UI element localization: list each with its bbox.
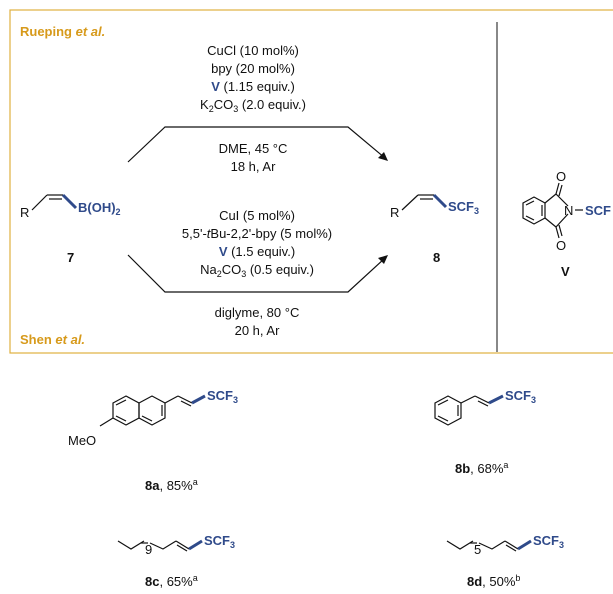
8d-chain-count: 5	[474, 542, 481, 557]
lower-arrowhead	[378, 255, 388, 264]
reagent-scf: SCF	[585, 203, 611, 218]
product-8d: 5 SCF3 8d, 50%b	[446, 533, 564, 589]
8a-caption: 8a, 85%a	[145, 477, 198, 493]
reagent-label: V	[561, 264, 570, 279]
upper-arrowhead	[378, 152, 388, 161]
reagent-oxygen-bottom: O	[556, 238, 566, 253]
8d-scf3: SCF3	[533, 533, 564, 550]
8c-scf3: SCF3	[204, 533, 235, 550]
upper-arrow	[127, 126, 386, 163]
reagent-V: O O N SCF V	[522, 169, 611, 279]
8b-caption: 8b, 68%a	[455, 460, 508, 476]
ref-bottom: Shen et al.	[20, 332, 85, 347]
sm-label: 7	[67, 250, 74, 265]
sm-r-group: R	[20, 205, 29, 220]
upper-reagent-3: V (1.15 equiv.)	[211, 79, 295, 94]
product-8a: MeO SCF3 8a, 85%a	[68, 388, 238, 493]
starting-material-7: R B(OH)2 7	[20, 193, 121, 265]
8c-caption: 8c, 65%a	[145, 573, 198, 589]
lower-conditions: CuI (5 mol%) 5,5'-tBu-2,2'-bpy (5 mol%) …	[182, 208, 332, 338]
reagent-oxygen-top: O	[556, 169, 566, 184]
upper-condition-1: DME, 45 °C	[219, 141, 288, 156]
lower-condition-2: 20 h, Ar	[235, 323, 280, 338]
8a-methoxy: MeO	[68, 433, 96, 448]
scheme-frame	[9, 9, 613, 354]
prod-scf3: SCF3	[448, 199, 479, 216]
upper-reagent-2: bpy (20 mol%)	[211, 61, 295, 76]
8a-scf3: SCF3	[207, 388, 238, 405]
lower-reagent-1: CuI (5 mol%)	[219, 208, 295, 223]
product-8c: 9 SCF3 8c, 65%a	[117, 533, 235, 589]
8b-scf3: SCF3	[505, 388, 536, 405]
ref-top: Rueping et al.	[20, 24, 105, 39]
lower-arrow	[127, 254, 386, 293]
reagent-nitrogen: N	[564, 203, 573, 218]
lower-condition-1: diglyme, 80 °C	[215, 305, 300, 320]
upper-conditions: CuCl (10 mol%) bpy (20 mol%) V (1.15 equ…	[200, 43, 306, 174]
8d-caption: 8d, 50%b	[467, 573, 520, 589]
upper-reagent-4: K2CO3 (2.0 equiv.)	[200, 97, 306, 114]
lower-reagent-3: V (1.5 equiv.)	[219, 244, 295, 259]
sm-boronic-acid: B(OH)2	[78, 200, 121, 217]
upper-reagent-1: CuCl (10 mol%)	[207, 43, 299, 58]
prod-label: 8	[433, 250, 440, 265]
prod-r-group: R	[390, 205, 399, 220]
lower-reagent-4: Na2CO3 (0.5 equiv.)	[200, 262, 314, 279]
upper-condition-2: 18 h, Ar	[231, 159, 276, 174]
lower-reagent-2: 5,5'-tBu-2,2'-bpy (5 mol%)	[182, 226, 332, 241]
product-8b: SCF3 8b, 68%a	[434, 388, 536, 476]
product-8: R SCF3 8	[390, 193, 479, 265]
8c-chain-count: 9	[145, 542, 152, 557]
